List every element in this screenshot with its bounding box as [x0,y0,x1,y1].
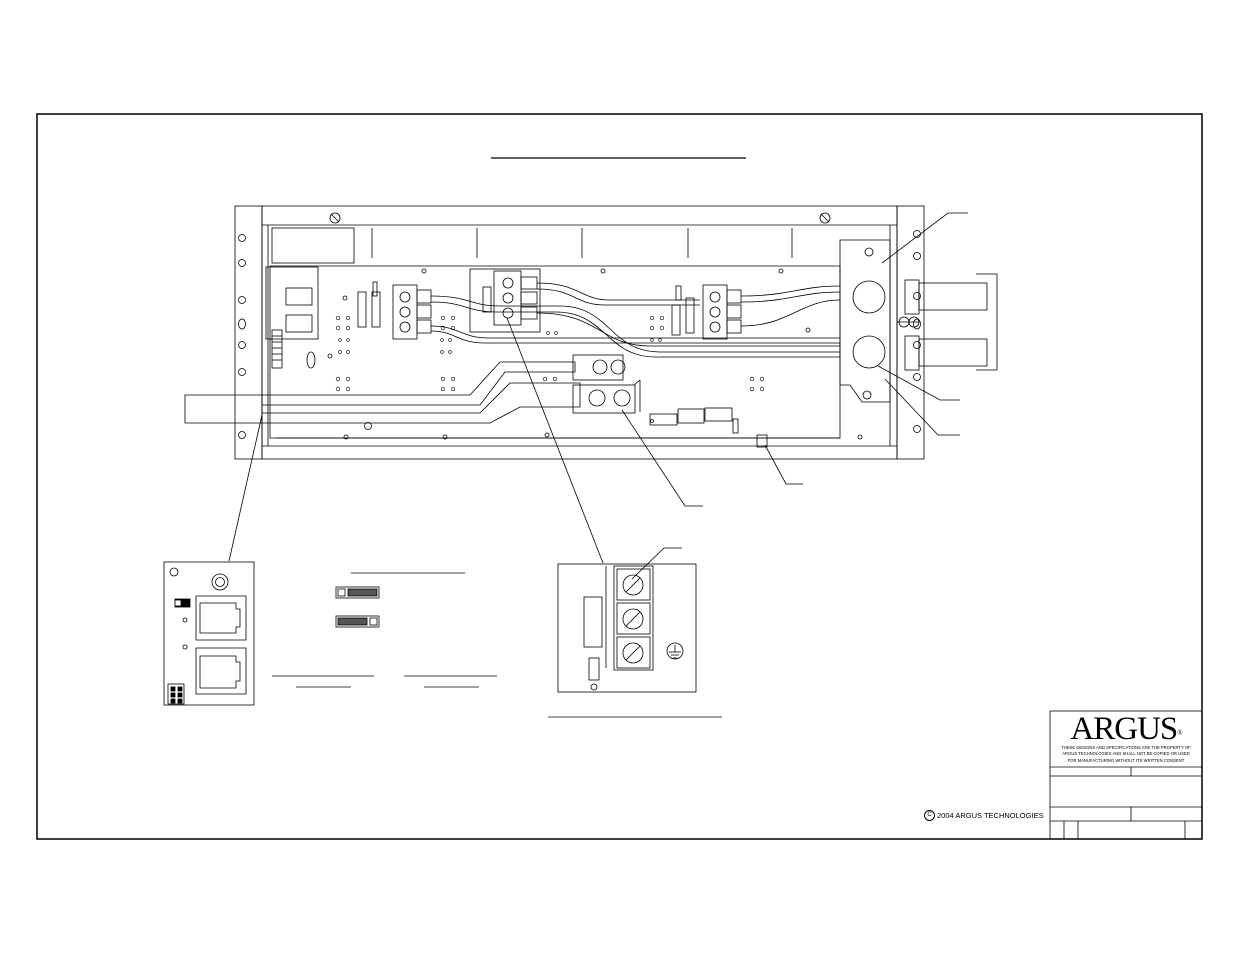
notice-line: FOR MANUFACTURING WITHOUT ITS WRITTEN CO… [1067,757,1185,763]
chassis [261,205,898,460]
left-terminal-block [392,284,418,340]
argus-logo: ARGUS® [1050,711,1202,747]
cable-bracket [839,239,891,403]
detail-signal-board [163,561,255,706]
detail-terminal-block [548,563,722,718]
center-terminal-block [469,268,541,333]
logo-text: ARGUS [1070,711,1178,747]
copyright-symbol: C [924,809,935,821]
copyright-text: 2004 ARGUS TECHNOLOGIES [937,810,1044,820]
notice-line: ARGUS TECHNOLOGIES AND SHALL NOT BE COPI… [1062,751,1190,757]
signal-board [265,266,319,340]
registered-mark: ® [1177,729,1182,737]
jumper-legend [272,572,497,688]
right-mounting-ear [896,205,925,460]
via-cluster [335,315,765,392]
drawing-border [36,113,1203,840]
title-block [1049,710,1203,840]
main-assembly [184,205,998,460]
left-mounting-ear [234,205,263,460]
leader-lines [228,212,968,580]
right-terminal-block [702,284,728,340]
copyright-notice: C 2004 ARGUS TECHNOLOGIES [924,808,1048,822]
proprietary-notice: THESE DESIGNS AND SPECIFICATIONS ARE THE… [1050,745,1202,767]
notice-line: THESE DESIGNS AND SPECIFICATIONS ARE THE… [1061,745,1191,750]
